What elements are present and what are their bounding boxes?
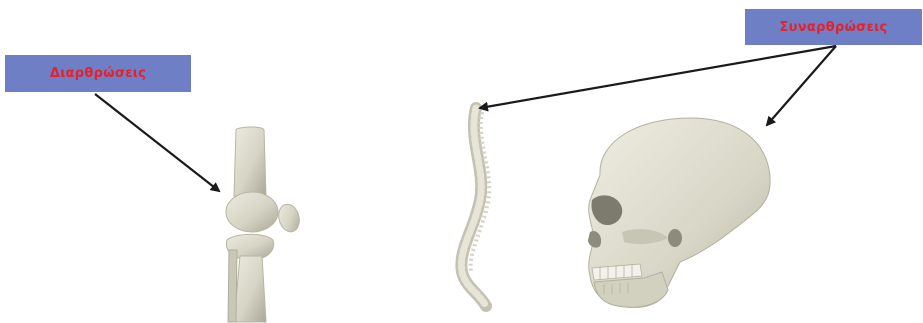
arrow-to-knee	[95, 94, 219, 191]
diarthroses-label-box: Διαρθρώσεις	[5, 55, 191, 92]
arrow-to-spine	[480, 46, 836, 108]
arrow-to-skull	[767, 46, 836, 125]
synarthroses-label: Συναρθρώσεις	[779, 20, 887, 35]
synarthroses-label-box: Συναρθρώσεις	[745, 9, 922, 45]
diarthroses-label: Διαρθρώσεις	[50, 66, 146, 81]
knee-joint-illustration	[226, 127, 302, 322]
skull-illustration	[588, 118, 770, 307]
spine-illustration	[461, 108, 489, 306]
